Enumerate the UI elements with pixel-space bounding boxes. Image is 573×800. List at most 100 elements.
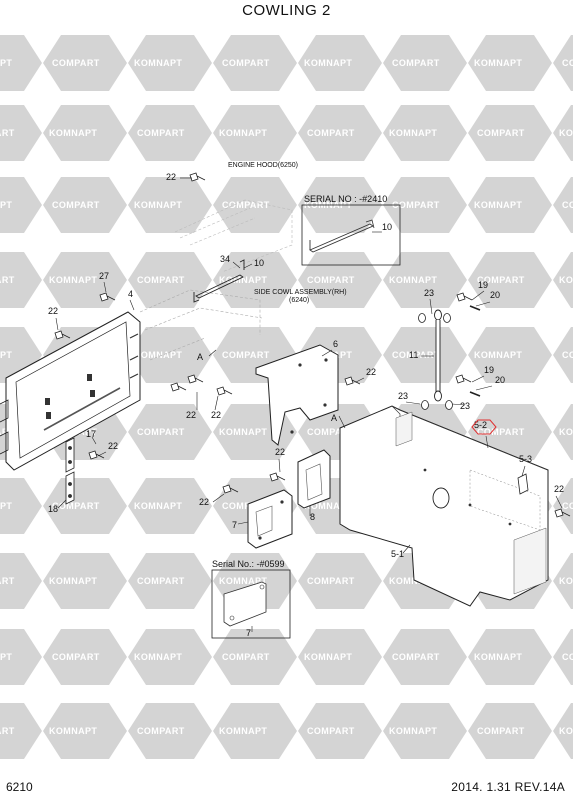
watermark-text: COMPART <box>0 726 15 736</box>
watermark-text: COMPART <box>307 427 355 437</box>
watermark-text: COMPART <box>392 58 440 68</box>
watermark-tile: KOMNAPT COMPART <box>468 327 573 383</box>
callout-4: 4 <box>128 289 133 299</box>
callout-7: 7 <box>232 520 237 530</box>
leader-line <box>212 493 225 503</box>
watermark-text: COMPART <box>137 726 185 736</box>
watermark-text: COMPART <box>392 350 440 360</box>
callout-22: 22 <box>275 447 285 457</box>
watermark-text: COMPART <box>477 726 525 736</box>
watermark-text: KOMNAPT <box>389 726 437 736</box>
hinge-5-3 <box>517 473 529 495</box>
bolt <box>269 472 286 482</box>
bolt <box>99 292 116 302</box>
watermark-text: COMPART <box>137 128 185 138</box>
watermark-text: COMPART <box>307 576 355 586</box>
watermark-text: KOMNAPT <box>474 652 522 662</box>
watermark-text: KOMNAPT <box>49 275 97 285</box>
watermark-tile: KOMNAPT COMPART <box>468 629 573 685</box>
bolt <box>344 376 361 386</box>
leader-line <box>355 377 365 383</box>
page-title: COWLING 2 <box>242 2 331 19</box>
rod-34 <box>193 259 245 303</box>
watermark-text: KOMNAPT <box>304 501 352 511</box>
watermark-text: COMPART <box>562 652 573 662</box>
leader-line <box>429 298 433 315</box>
frame-ghost <box>139 289 263 361</box>
watermark-text: COMPART <box>562 200 573 210</box>
serial-box-bottom: Serial No.: -#0599 <box>211 559 291 639</box>
leader-line <box>91 436 97 445</box>
callout-22: 22 <box>166 172 176 182</box>
watermark-text: KOMNAPT <box>219 275 267 285</box>
bolt <box>455 374 472 384</box>
callout-23: 23 <box>460 401 470 411</box>
leader-line <box>402 544 411 554</box>
washer <box>418 313 426 323</box>
leader-line <box>475 385 493 391</box>
bolts-layer <box>54 172 571 518</box>
callout-22: 22 <box>554 484 564 494</box>
callout-5-2: 5-2 <box>474 420 487 430</box>
callout-18: 18 <box>48 504 58 514</box>
watermark-text: KOMNAPT <box>559 726 573 736</box>
watermark-text: KOMNAPT <box>389 275 437 285</box>
washer <box>421 400 429 410</box>
bolt <box>88 450 105 460</box>
callout-22: 22 <box>366 367 376 377</box>
leader-line <box>97 451 107 457</box>
watermark-text: COMPART <box>307 128 355 138</box>
leader-line <box>405 401 421 405</box>
washer <box>445 400 453 410</box>
leader-line <box>208 349 217 357</box>
hinge-parts <box>65 437 75 505</box>
watermark-text: KOMNAPT <box>474 350 522 360</box>
callout-6: 6 <box>333 339 338 349</box>
panel-8 <box>297 449 331 509</box>
watermark-text: COMPART <box>477 275 525 285</box>
bolt <box>456 292 473 302</box>
watermark-text: COMPART <box>562 501 573 511</box>
note-side-cowl-code: (6240) <box>289 297 309 304</box>
callout-8: 8 <box>310 512 315 522</box>
watermark-text: COMPART <box>222 350 270 360</box>
watermark-text: KOMNAPT <box>0 350 12 360</box>
leader-line <box>55 317 59 331</box>
callout-a: A <box>331 413 337 423</box>
watermark-text: KOMNAPT <box>219 576 267 586</box>
panel-7 <box>247 489 293 549</box>
callout-34: 34 <box>220 254 230 264</box>
leader-line <box>321 349 333 357</box>
watermark-text: COMPART <box>477 427 525 437</box>
watermark-text: COMPART <box>392 652 440 662</box>
leader-line <box>103 281 107 293</box>
pin <box>469 391 481 397</box>
watermark-text: KOMNAPT <box>559 275 573 285</box>
watermark-text: COMPART <box>562 350 573 360</box>
leader-lines <box>55 177 563 632</box>
left-door <box>0 311 141 471</box>
leader-line <box>338 415 346 429</box>
watermark-text: COMPART <box>222 200 270 210</box>
callout-20: 20 <box>495 375 505 385</box>
page-number: 6210 <box>6 780 33 794</box>
watermark-text: COMPART <box>52 58 100 68</box>
callout-22: 22 <box>48 306 58 316</box>
